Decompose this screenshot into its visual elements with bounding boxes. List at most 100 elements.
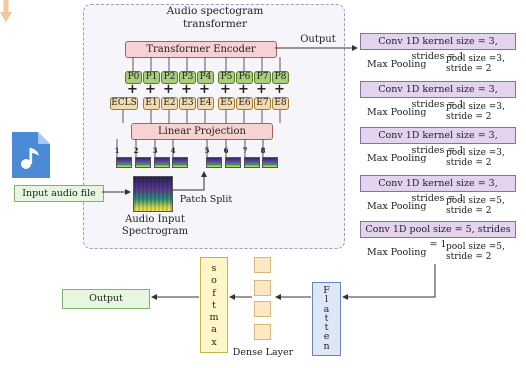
- spectrogram-label-line2: Spectrogram: [121, 226, 189, 237]
- pool-params-1: pool size =3,stride = 2: [446, 54, 505, 74]
- dense-cell-2: [254, 280, 271, 296]
- max-pooling-label-1: Max Pooling: [367, 59, 427, 70]
- pool-params-3: pool size =3,stride = 2: [446, 148, 505, 168]
- pool-size-text: pool size =5,: [446, 196, 505, 206]
- pool-size-text: pool size =5,: [446, 242, 505, 252]
- position-token-p6: P6: [236, 71, 253, 84]
- stride-text: stride = 2: [446, 112, 492, 122]
- transformer-title: Audio spectogram transformer: [150, 5, 280, 31]
- conv-block-4: Conv 1D kernel size = 3, strides = 1: [360, 175, 516, 204]
- position-token-p3: P3: [179, 71, 196, 84]
- stride-text: stride = 2: [446, 252, 492, 262]
- patch-number-5: 5: [204, 146, 210, 155]
- spectrogram-label-line1: Audio Input: [125, 214, 185, 225]
- pool-size-text: pool size =3,: [446, 54, 505, 64]
- transformer-encoder-box: Transformer Encoder: [125, 41, 277, 58]
- final-output-box: Output: [62, 289, 150, 309]
- audio-file-icon: [10, 130, 52, 180]
- dense-cell-3: [254, 301, 271, 317]
- patch-2: [135, 157, 151, 168]
- linear-projection-box: Linear Projection: [131, 123, 273, 140]
- embedding-token-e2: E2: [161, 97, 178, 110]
- position-token-p5: P5: [218, 71, 235, 84]
- patch-number-6: 6: [223, 146, 229, 155]
- embedding-token-e3: E3: [179, 97, 196, 110]
- flatten-letter: e: [323, 331, 330, 343]
- stride-text: stride = 2: [446, 206, 492, 216]
- position-token-p0: P0: [125, 71, 142, 84]
- pool-params-2: pool size =3,stride = 2: [446, 102, 505, 122]
- input-audio-file-box: Input audio file: [14, 185, 104, 202]
- max-pooling-label-3: Max Pooling: [367, 153, 427, 164]
- position-token-p8: P8: [272, 71, 289, 84]
- conv-block-2: Conv 1D kernel size = 3, strides = 1: [360, 81, 516, 110]
- stride-text: stride = 2: [446, 158, 492, 168]
- patch-number-4: 4: [170, 146, 176, 155]
- pool-params-5: pool size =5,stride = 2: [446, 242, 505, 262]
- patch-5: [206, 157, 222, 168]
- embedding-token-e5: E5: [218, 97, 235, 110]
- max-pooling-label-5: Max Pooling: [367, 247, 427, 258]
- plus-sign: +: [238, 82, 249, 97]
- softmax-letter: a: [211, 324, 217, 336]
- plus-sign: +: [127, 82, 138, 97]
- spectrogram-label: Audio Input Spectrogram: [110, 214, 200, 238]
- plus-sign: +: [220, 82, 231, 97]
- patch-3: [154, 157, 170, 168]
- pool-down-arrow-5: [0, 0, 12, 110]
- position-token-p4: P4: [197, 71, 214, 84]
- patch-1: [116, 157, 132, 168]
- flatten-letter: a: [323, 303, 330, 315]
- embedding-token-e4: E4: [197, 97, 214, 110]
- patch-number-2: 2: [133, 146, 139, 155]
- softmax-letter: x: [211, 336, 217, 348]
- transformer-title-line2: transformer: [182, 18, 248, 30]
- transformer-output-label: Output: [300, 34, 336, 45]
- pool-size-text: pool size =3,: [446, 148, 505, 158]
- dense-cell-4: [254, 324, 271, 340]
- softmax-letter: m: [209, 312, 219, 324]
- conv-block-5: Conv 1D pool size = 5, strides = 1: [360, 221, 516, 250]
- patch-number-1: 1: [114, 146, 120, 155]
- plus-sign: +: [181, 82, 192, 97]
- plus-sign: +: [199, 82, 210, 97]
- plus-sign: +: [256, 82, 267, 97]
- embedding-token-e6: E6: [236, 97, 253, 110]
- pool-params-4: pool size =5,stride = 2: [446, 196, 505, 216]
- embedding-token-e7: E7: [254, 97, 271, 110]
- position-token-p7: P7: [254, 71, 271, 84]
- softmax-letter: f: [212, 287, 216, 299]
- plus-sign: +: [145, 82, 156, 97]
- dense-layer-label: Dense Layer: [232, 347, 294, 358]
- flatten-letter: t: [324, 312, 329, 324]
- position-token-p1: P1: [143, 71, 160, 84]
- pool-size-text: pool size =3,: [446, 102, 505, 112]
- softmax-letter: s: [211, 263, 217, 274]
- patch-8: [262, 157, 278, 168]
- embedding-token-ecls: ECLS: [110, 97, 138, 110]
- patch-number-3: 3: [152, 146, 158, 155]
- plus-sign: +: [163, 82, 174, 97]
- patch-number-7: 7: [242, 146, 248, 155]
- max-pooling-label-2: Max Pooling: [367, 107, 427, 118]
- conv-block-3: Conv 1D kernel size = 3, strides = 1: [360, 127, 516, 156]
- patch-number-8: 8: [260, 146, 266, 155]
- conv-to-flatten-arrow: [342, 264, 436, 300]
- flatten-letter: F: [323, 285, 330, 296]
- patch-7: [244, 157, 260, 168]
- max-pooling-label-4: Max Pooling: [367, 201, 427, 212]
- patch-6: [225, 157, 241, 168]
- softmax-letter: t: [212, 299, 216, 311]
- spectrogram-image: [133, 176, 173, 212]
- patch-4: [172, 157, 188, 168]
- flatten-letter: n: [323, 340, 330, 352]
- softmax-letter: o: [211, 275, 217, 287]
- flatten-letter: l: [324, 294, 329, 306]
- plus-sign: +: [274, 82, 285, 97]
- stride-text: stride = 2: [446, 64, 492, 74]
- flatten-letter: t: [324, 322, 329, 334]
